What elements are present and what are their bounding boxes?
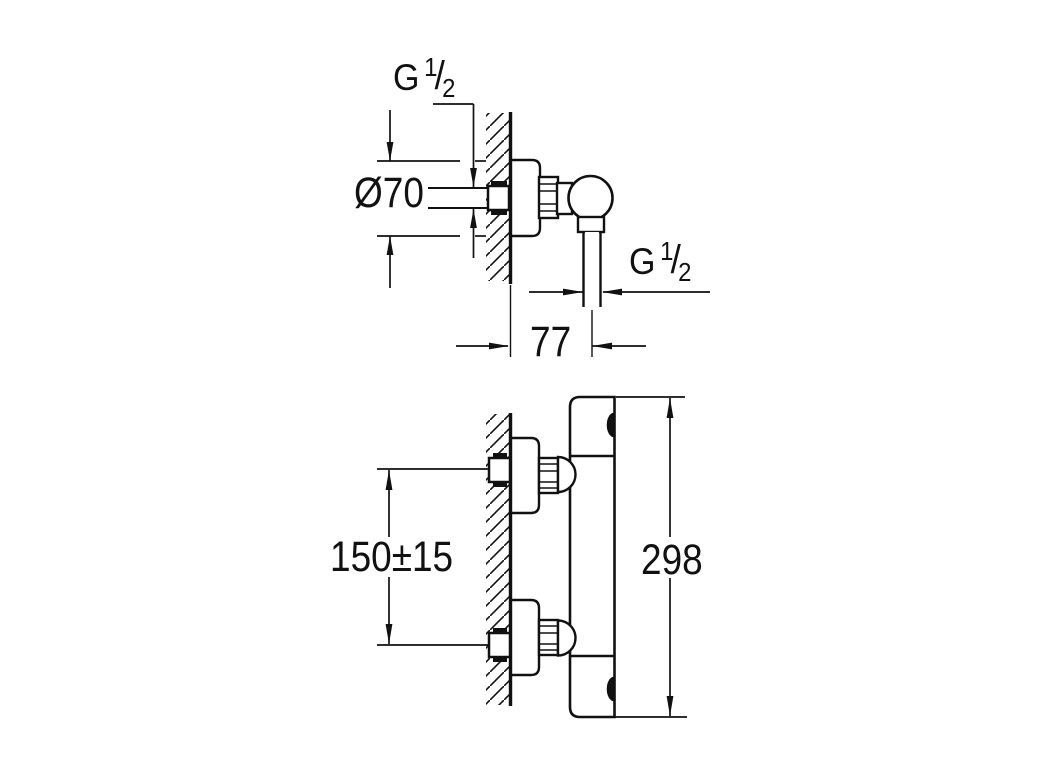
inlet-square-upper <box>487 456 512 484</box>
fraction-numerator: 1 <box>424 52 438 82</box>
top-view <box>377 103 710 357</box>
fraction-denominator: 2 <box>678 257 692 287</box>
arrowhead <box>385 470 393 490</box>
arrowhead <box>592 342 612 350</box>
arrowhead <box>386 236 394 255</box>
dimension-outlet-thread <box>529 288 710 296</box>
union-dome-upper <box>556 455 577 494</box>
escutcheon <box>509 158 542 238</box>
dimension-wall-to-outlet <box>456 285 646 357</box>
label-overall-length: 298 <box>641 536 703 584</box>
thread-letter: G <box>393 57 420 98</box>
fraction-denominator: 2 <box>442 73 456 103</box>
arrowhead <box>386 142 394 161</box>
outlet-collar <box>576 215 606 234</box>
union-hex-nut <box>537 175 560 220</box>
arrowhead <box>385 624 393 644</box>
arrowhead <box>489 342 509 350</box>
arrowhead <box>470 209 477 228</box>
dimension-inlet-thread <box>433 103 477 258</box>
dimension-overall-length <box>614 396 687 718</box>
inlet-square-fitting <box>486 184 511 212</box>
arrowhead <box>666 696 674 716</box>
union-dome-lower <box>556 619 577 657</box>
mixer-body <box>568 395 616 719</box>
fraction-numerator: 1 <box>660 236 674 266</box>
escutcheon-upper <box>509 436 541 515</box>
fraction-slash: / <box>434 54 445 98</box>
outlet-pipe <box>582 231 602 307</box>
union-hex-nut-lower <box>537 618 560 657</box>
label-wall-to-outlet: 77 <box>530 318 572 366</box>
dimension-escutcheon-diameter <box>377 110 486 288</box>
dimension-connection-spacing <box>385 470 393 644</box>
thread-fraction: 1/2 <box>424 54 456 103</box>
union-hex-nut-upper <box>537 456 560 495</box>
thread-fraction: 1/2 <box>660 238 692 287</box>
handle-button-lower <box>606 676 615 702</box>
thermostat-body-section <box>567 174 614 222</box>
arrowhead <box>666 398 674 418</box>
fraction-slash: / <box>670 238 681 282</box>
front-view <box>377 395 687 719</box>
arrowhead <box>602 288 622 296</box>
arrowhead <box>563 288 583 296</box>
inlet-square-lower <box>487 631 512 659</box>
arrowhead <box>470 168 477 187</box>
label-connection-spacing: 150±15 <box>330 533 454 581</box>
label-escutcheon-diameter: Ø70 <box>354 169 424 217</box>
escutcheon-lower <box>509 598 541 677</box>
handle-button-upper <box>606 412 615 438</box>
thread-letter: G <box>629 241 656 282</box>
